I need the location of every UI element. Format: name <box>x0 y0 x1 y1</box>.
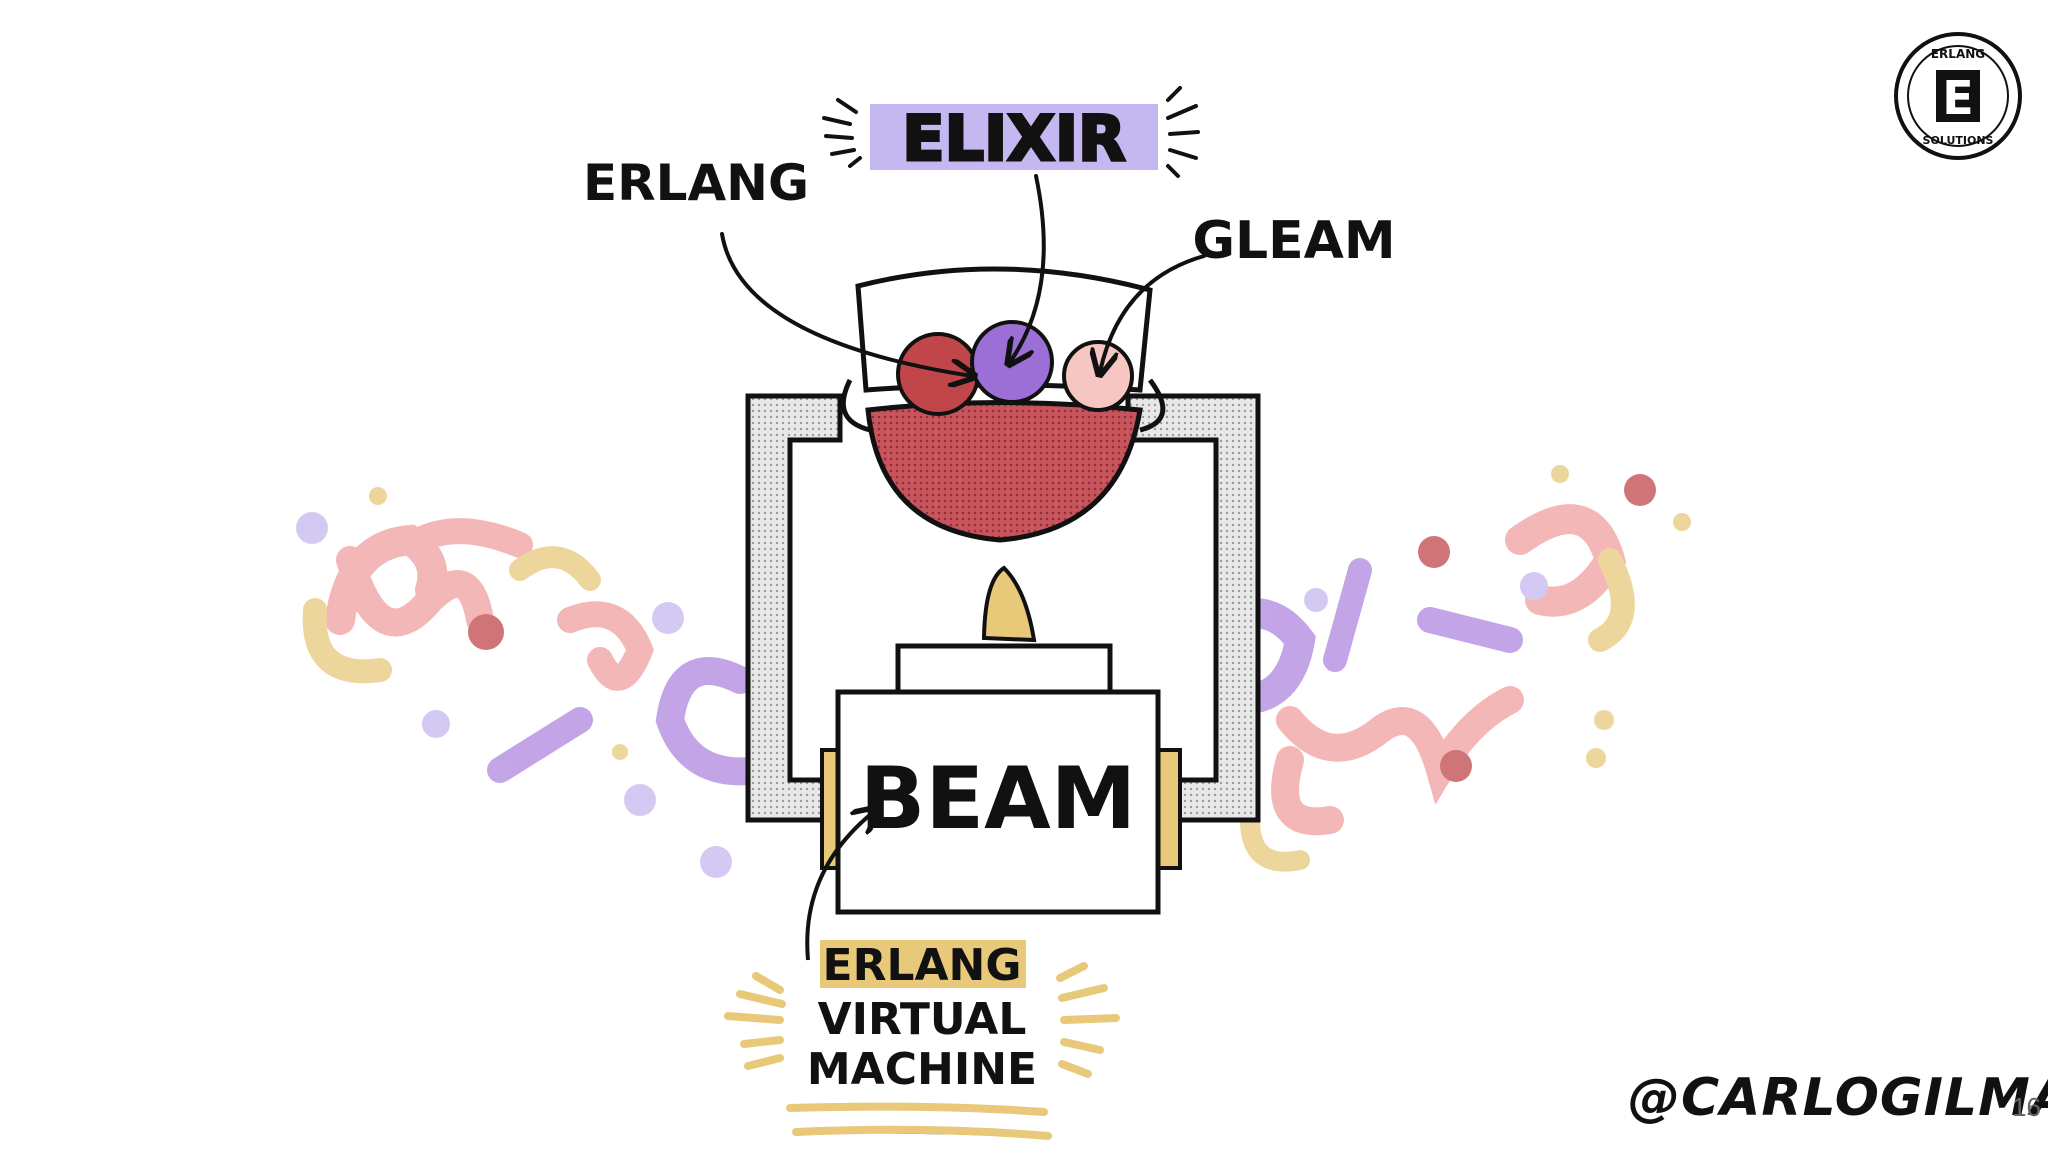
confetti-left <box>296 487 774 878</box>
beam-label: BEAM <box>860 749 1136 849</box>
elixir-label-group: ELIXIR <box>822 86 1200 178</box>
erlang-label: ERLANG <box>583 154 809 212</box>
erlang-solutions-logo: E ERLANG SOLUTIONS <box>1894 32 2022 160</box>
vm-label-line1: ERLANG <box>823 940 1022 991</box>
author-handle: @CARLOGILMAR <box>1628 1068 2048 1128</box>
gleam-label: GLEAM <box>1192 211 1395 271</box>
logo-letter: E <box>1942 71 1973 125</box>
logo-top-text: ERLANG <box>1931 47 1985 61</box>
logo-bottom-text: SOLUTIONS <box>1923 134 1994 147</box>
elixir-label: ELIXIR <box>902 102 1126 175</box>
language-arrows <box>720 174 1206 376</box>
beam-machine: BEAM <box>805 565 1182 961</box>
vm-label-line3: MACHINE <box>807 1044 1037 1095</box>
frame <box>745 393 1261 823</box>
vm-label-line2: VIRTUAL <box>818 994 1027 1045</box>
page-number: 16 <box>2012 1092 2041 1122</box>
gleam-ball <box>1062 340 1134 412</box>
vm-label-group: ERLANG VIRTUAL MACHINE <box>724 940 1120 1140</box>
confetti-right <box>1215 465 1691 872</box>
bowl <box>840 266 1166 543</box>
